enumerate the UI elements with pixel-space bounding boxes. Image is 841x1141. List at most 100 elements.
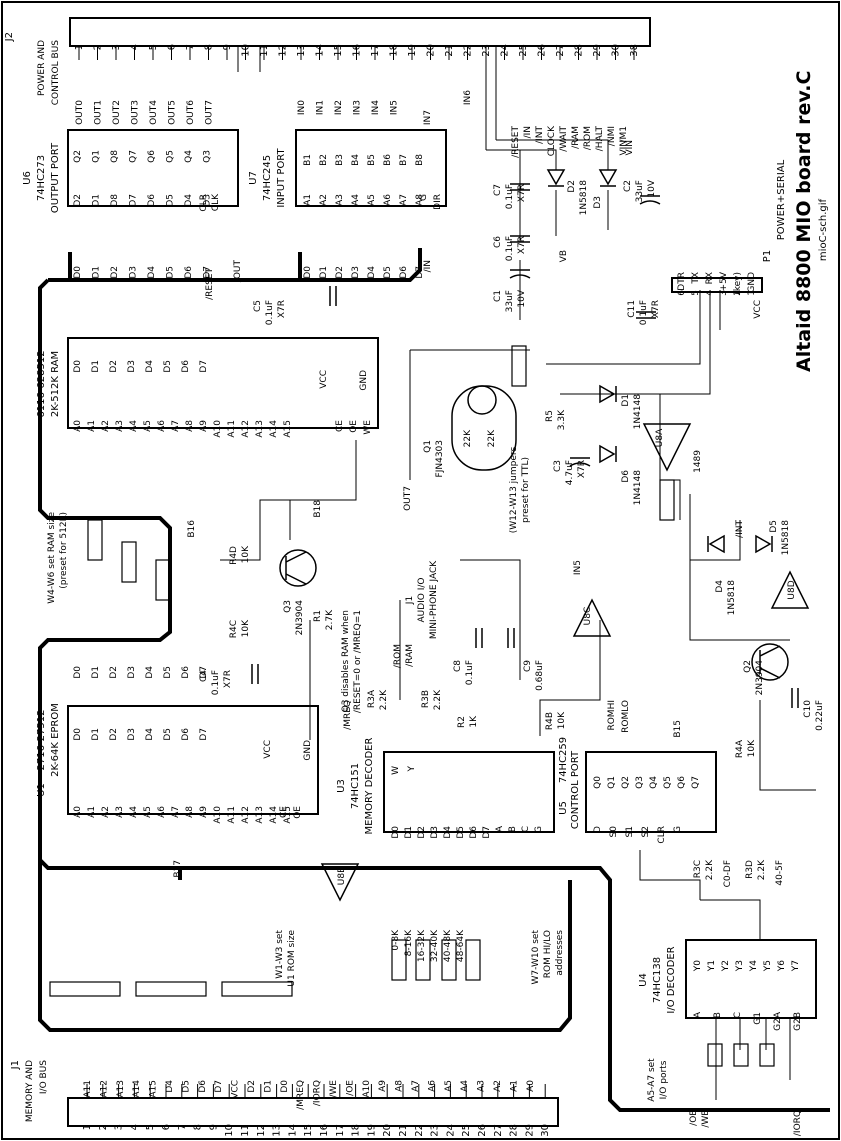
u6-chip: Q2D2D0Q1D1D1Q8D8D2Q7D7D3Q6D6D4Q5D5D5Q4D4… [22,129,239,279]
u3-w-pin: W [391,766,401,775]
u2-addr-pin: A3 [115,420,125,432]
u6-data-line: D5 [166,266,176,279]
diode-symbols [546,169,773,554]
r4b-ref: R4B [545,712,555,730]
j2-signal-in: IN3 [353,100,363,115]
q1-r2: 22K [487,429,497,447]
u1-data-line: D6 [181,666,191,679]
c11-value2: X7R [651,300,661,318]
u8-part: 1489 [693,450,703,473]
u8a-label: U8A [655,428,665,447]
j1-signal: A11 [83,1080,93,1098]
j2-label2: CONTROL BUS [51,40,61,106]
c5-value2: X7R [277,300,287,318]
u1-data-pin: D3 [127,728,137,741]
u4-output-pin: Y7 [791,960,801,972]
u4-input-pin: G2B [793,1012,803,1031]
u5-input-pin: D [593,826,603,833]
net-label: /WE [701,1110,711,1128]
d4-ref: D4 [715,580,725,593]
u1-data-pin: D4 [145,728,155,741]
j1-pin-number: 11 [240,1124,251,1137]
r4a-value: 10K [747,739,757,757]
j1-pin-number: 20 [382,1124,393,1137]
j2-signal-ctrl: /NMI [607,126,617,146]
u6-output-pin: Q5 [166,150,176,163]
u7-pin-labels: B1A1D0B2A2D1B3A3D2B4A4D3B5A5D4B6A6D5B7A7… [303,154,443,279]
buffer-symbols: U8A U8B U8C U8D [320,423,810,902]
j1-signal: D5 [181,1080,191,1093]
r3a-ref: R3A [367,689,377,708]
u1-data-line: D2 [109,666,119,679]
u5-ref: U5 [558,801,569,815]
u4-output-pin: Y5 [763,960,773,972]
rom-range-label: 0-8K [391,929,401,951]
u7-b-pin: B6 [383,154,393,166]
r3d-ref: R3D [745,860,755,879]
j1-pin-number: 1 [82,1124,93,1130]
u6-output-pin: Q7 [129,150,139,163]
j1-signal: A8 [395,1080,405,1092]
j1-pin-number: 4 [129,1124,140,1130]
u7-a-pin: A6 [383,194,393,206]
u2-data-pin: D1 [91,360,101,373]
w7w10-note3: addresses [555,930,565,976]
u6-input-pin: D4 [184,194,194,207]
p1-pin-number: 3 [719,290,729,296]
p1-signal: GND [747,272,757,293]
u7-b-pin: B8 [415,154,425,166]
u2-data-pin: D3 [127,360,137,373]
u6-output-pin: Q1 [92,150,102,163]
j1-signal: A7 [411,1080,421,1092]
j1-pin-number: 12 [256,1124,267,1137]
j1-signal: D2 [247,1080,257,1093]
u3-input-pin: D0 [391,826,401,839]
u1-addr-pin: A15 [283,806,293,824]
u7-data-line: D2 [335,266,345,279]
j1-signal: A5 [444,1080,454,1092]
j2-signal-ctrl: /INT [535,126,545,144]
u4-output-pin: Y4 [749,960,759,972]
u7-b-pin: B2 [319,154,329,166]
u2-addr-pin: A14 [269,420,279,438]
schematic-notes: Q3 disables RAM when /RESET=0 or /MREQ=1… [47,446,669,1101]
u2-data-pin: D2 [109,360,119,373]
c3-value2: X7R [577,460,587,478]
u6-input-pin: D8 [110,194,120,207]
j1-pin-number: 14 [287,1124,298,1137]
w4w6-note1: W4-W6 set RAM size [47,512,57,604]
j1-pin-number: 9 [208,1124,219,1130]
q2-part: 2N3904 [755,660,765,696]
u3-y-pin: Y [407,766,417,773]
u3-ref: U3 [336,779,347,793]
j1-pin-number: 5 [145,1124,156,1130]
u2-addr-pin: A8 [185,420,195,432]
j1-signal: A4 [460,1080,470,1092]
u2-addr-pin: A10 [213,420,223,438]
misc-wiring [220,46,816,1100]
r5-ref: R5 [545,410,555,422]
u7-a-pin: A8 [415,194,425,206]
u6-input-pin: D1 [92,194,102,207]
c5-ref: C5 [253,300,263,312]
u1-addr-pin: A8 [185,806,195,818]
u3-input-pin: G [534,826,544,833]
c11-ref: C11 [627,300,637,318]
audio-label1: AUDIO I/O [417,577,427,622]
p1-label: POWER+SERIAL [776,159,787,240]
u7-part2: INPUT PORT [276,147,287,207]
j1-signal: A15 [149,1080,159,1098]
j1-pin-number: 16 [319,1124,330,1137]
net-label: /MREQ [343,700,353,730]
q1-r1: 22K [463,429,473,447]
u5-output-pin: Q6 [677,776,687,789]
c7-ref: C7 [493,184,503,196]
j1-pin-number: 6 [161,1124,172,1130]
j2-signal-ctrl: /ROM [583,126,593,150]
p1-signal: (key) [733,272,743,295]
p1-pin-number: 2 [733,290,743,296]
net-label: /OE [689,1110,699,1126]
u4-output-pin: Y3 [735,960,745,972]
